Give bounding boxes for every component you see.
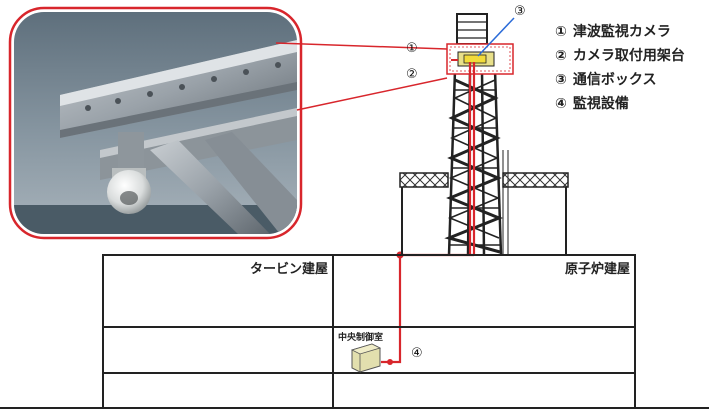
legend-text-2: カメラ取付用架台 xyxy=(573,47,685,64)
callout-3: ③ xyxy=(514,4,526,19)
comm-box-leader xyxy=(477,17,515,57)
legend: ① 津波監視カメラ ② カメラ取付用架台 ③ 通信ボックス ④ 監視設備 xyxy=(555,23,685,112)
callout-1: ① xyxy=(406,41,418,56)
legend-text-1: 津波監視カメラ xyxy=(573,23,671,40)
monitoring-equipment-icon xyxy=(350,343,382,373)
legend-item-1: ① 津波監視カメラ xyxy=(555,23,671,40)
legend-text-4: 監視設備 xyxy=(573,95,629,112)
reactor-building-label: 原子炉建屋 xyxy=(565,261,630,277)
legend-item-2: ② カメラ取付用架台 xyxy=(555,47,685,64)
legend-mark-1: ① xyxy=(555,24,567,40)
rooftop-structure xyxy=(399,172,569,255)
signal-cable xyxy=(381,62,476,364)
legend-mark-3: ③ xyxy=(555,72,567,88)
legend-item-4: ④ 監視設備 xyxy=(555,95,629,112)
callout-2: ② xyxy=(406,67,418,82)
control-room-label: 中央制御室 xyxy=(338,331,383,343)
photo-callout-lines xyxy=(275,42,448,111)
legend-text-3: 通信ボックス xyxy=(573,71,657,88)
callout-4: ④ xyxy=(411,346,423,361)
cable-end xyxy=(387,359,393,365)
building-outline xyxy=(102,254,636,409)
camera-mount-frame xyxy=(446,43,514,75)
legend-item-3: ③ 通信ボックス xyxy=(555,71,656,88)
legend-mark-2: ② xyxy=(555,48,567,64)
camera-photo-inset xyxy=(8,6,303,240)
turbine-building-label: タービン建屋 xyxy=(250,261,328,277)
legend-mark-4: ④ xyxy=(555,96,567,112)
